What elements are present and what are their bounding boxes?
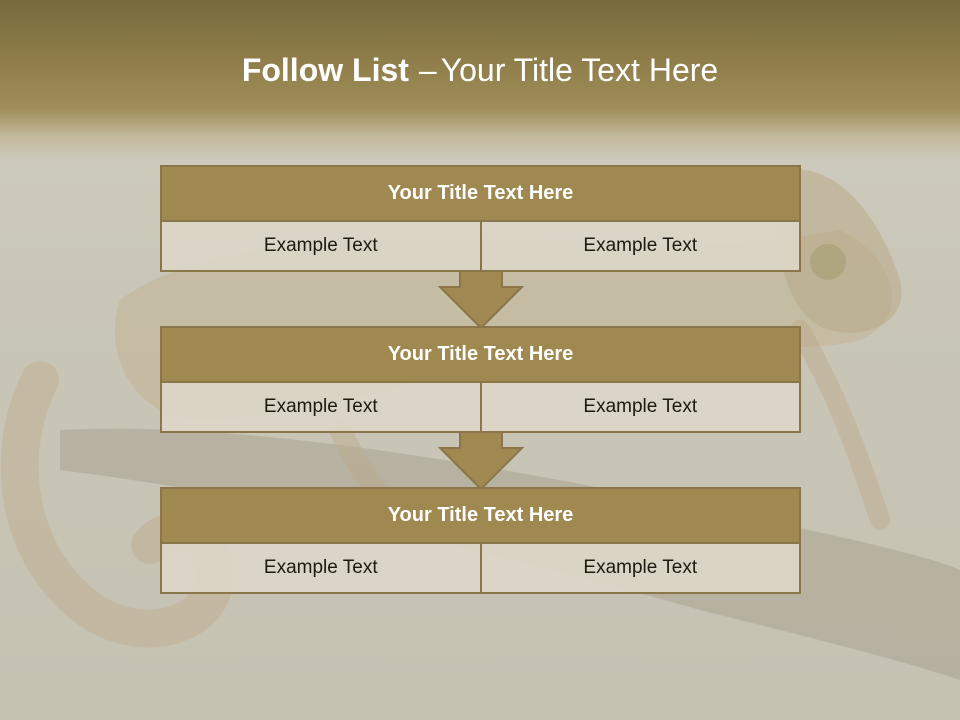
block-row: Example Text Example Text (160, 222, 801, 272)
block-row: Example Text Example Text (160, 544, 801, 594)
block-title: Your Title Text Here (160, 165, 801, 222)
block-cell-right: Example Text (481, 544, 801, 594)
title-bold: Follow List (241, 52, 409, 88)
block-cell-left: Example Text (160, 383, 482, 433)
block-cell-right: Example Text (481, 222, 801, 272)
block-title: Your Title Text Here (160, 326, 801, 383)
list-block-1: Your Title Text Here Example Text Exampl… (160, 165, 801, 272)
block-row: Example Text Example Text (160, 383, 801, 433)
block-cell-left: Example Text (160, 544, 482, 594)
list-block-3: Your Title Text Here Example Text Exampl… (160, 487, 801, 594)
block-title: Your Title Text Here (160, 487, 801, 544)
down-arrow-icon (438, 270, 524, 330)
down-arrow-icon (438, 431, 524, 491)
list-block-2: Your Title Text Here Example Text Exampl… (160, 326, 801, 433)
slide-title: Follow List–Your Title Text Here (0, 52, 960, 89)
header-band (0, 0, 960, 160)
title-dash: – (418, 52, 437, 88)
title-rest: Your Title Text Here (440, 52, 719, 88)
block-cell-right: Example Text (481, 383, 801, 433)
block-cell-left: Example Text (160, 222, 482, 272)
